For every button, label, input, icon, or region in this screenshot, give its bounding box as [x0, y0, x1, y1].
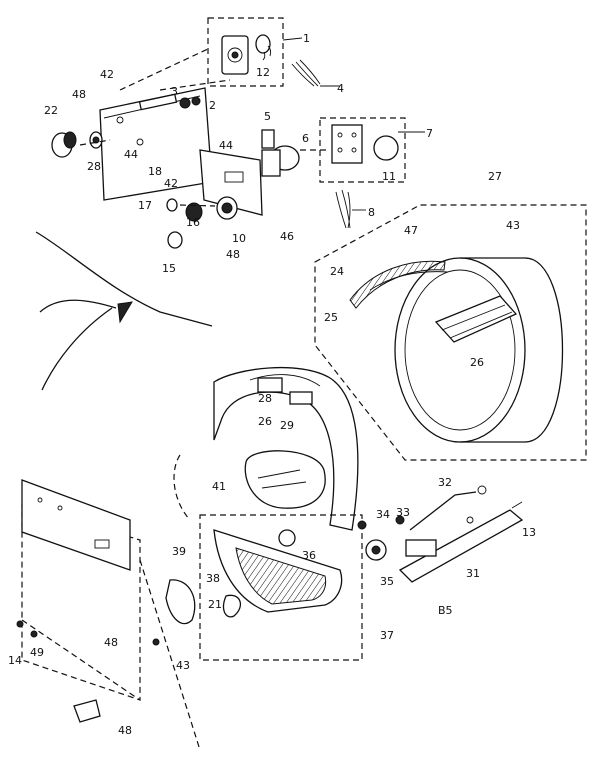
front-bulkhead — [173, 366, 359, 531]
callout-44-right: 44 — [219, 139, 233, 152]
callout-17: 17 — [138, 199, 152, 212]
callout-7: 7 — [426, 127, 433, 140]
callout-22: 22 — [44, 104, 58, 117]
callout-37: 37 — [380, 629, 394, 642]
callout-10: 10 — [232, 232, 246, 245]
callout-42-mid: 42 — [164, 177, 178, 190]
callout-28-knob: 28 — [87, 160, 101, 173]
callout-46: 46 — [280, 230, 294, 243]
callout-34: 34 — [376, 508, 390, 521]
callout-38: 38 — [206, 572, 220, 585]
callout-14: 14 — [8, 654, 22, 667]
cabinet-panel — [16, 231, 213, 751]
idler-assembly — [357, 485, 524, 583]
callout-41: 41 — [212, 480, 226, 493]
relay-box — [319, 117, 425, 183]
callout-43-cabinet: 43 — [176, 659, 190, 672]
callout-13: 13 — [522, 526, 536, 539]
callout-6: 6 — [302, 132, 309, 145]
callout-21: 21 — [208, 598, 222, 611]
blower-door — [165, 579, 196, 625]
lint-filter — [199, 514, 363, 661]
callout-48-cabinet: 48 — [118, 724, 132, 737]
callout-2: 2 — [209, 99, 216, 112]
callout-26-upper: 26 — [258, 415, 272, 428]
callout-44-left: 44 — [124, 148, 138, 161]
callout-39: 39 — [172, 545, 186, 558]
callout-42-top: 42 — [100, 68, 114, 81]
callout-29: 29 — [280, 419, 294, 432]
callout-11: 11 — [382, 170, 396, 183]
switch-assembly — [261, 129, 330, 177]
callout-3: 3 — [171, 85, 178, 98]
callout-27: 27 — [488, 170, 502, 183]
callout-33: 33 — [396, 506, 410, 519]
lower-wires — [335, 189, 366, 229]
callout-26-drum: 26 — [470, 356, 484, 369]
callout-16: 16 — [186, 216, 200, 229]
callout-8: 8 — [368, 206, 375, 219]
control-panel — [99, 47, 263, 216]
callout-18: 18 — [148, 165, 162, 178]
callout-48-knob: 48 — [226, 248, 240, 261]
callout-25: 25 — [324, 311, 338, 324]
callout-15: 15 — [162, 262, 176, 275]
callout-31: 31 — [466, 567, 480, 580]
callout-35: 35 — [380, 575, 394, 588]
callout-32: 32 — [438, 476, 452, 489]
callout-28-bulkhead: 28 — [258, 392, 272, 405]
drum — [314, 204, 587, 461]
callout-1: 1 — [303, 32, 310, 45]
callout-43-drum: 43 — [506, 219, 520, 232]
callout-47: 47 — [404, 224, 418, 237]
timer-box — [207, 17, 303, 87]
callout-49: 49 — [30, 646, 44, 659]
callout-24: 24 — [330, 265, 344, 278]
callout-labels: 1 2 3 4 5 6 7 8 10 11 12 13 14 15 16 17 … — [8, 32, 536, 737]
callout-12: 12 — [256, 66, 270, 79]
callout-36: 36 — [302, 549, 316, 562]
callout-48-top: 48 — [72, 88, 86, 101]
corner-mark: B5 — [438, 604, 453, 617]
callout-5: 5 — [264, 110, 271, 123]
wire-harness — [291, 59, 340, 87]
knobs — [51, 131, 238, 249]
callout-48-bracket: 48 — [104, 636, 118, 649]
callout-4: 4 — [337, 82, 344, 95]
